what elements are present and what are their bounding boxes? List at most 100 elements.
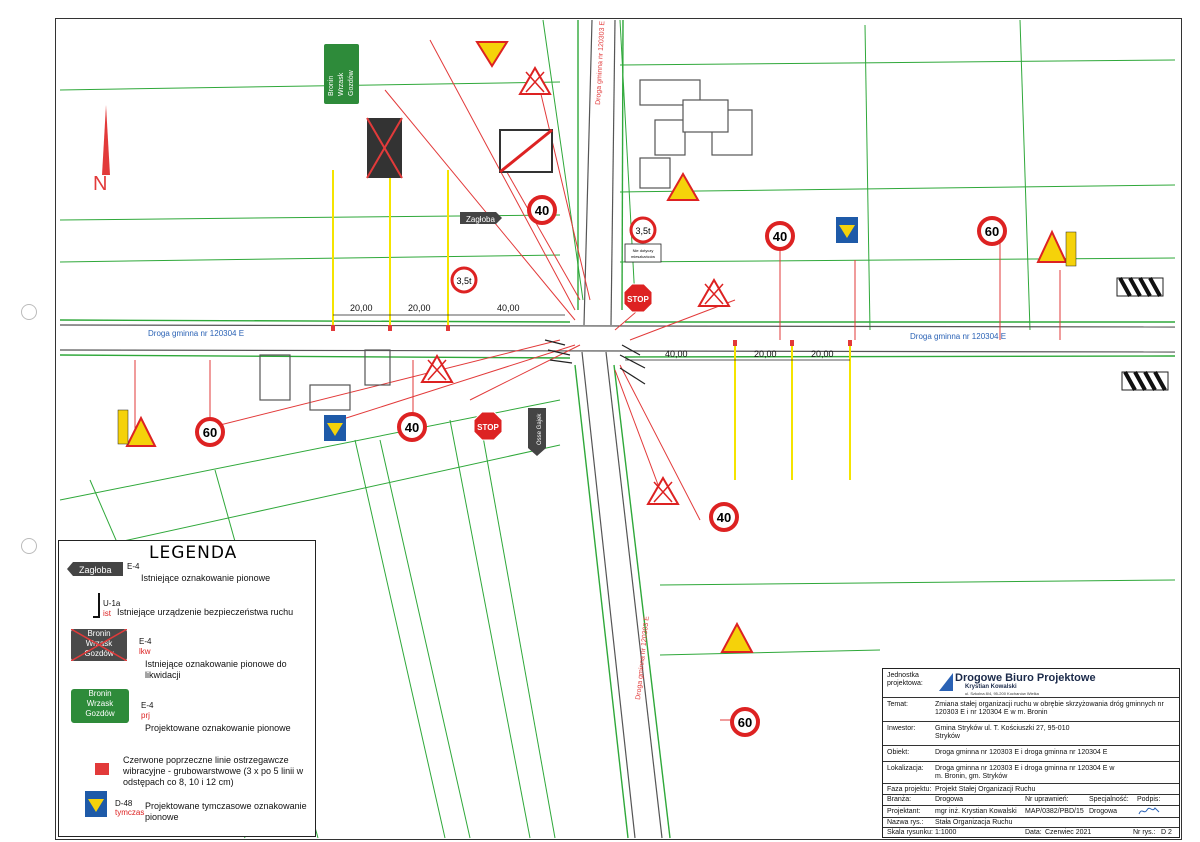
tb-label-5: Faza projektu: bbox=[887, 786, 932, 793]
legend-label-3: Projektowane oznakowanie pionowe bbox=[145, 723, 291, 733]
tb-label-4: Lokalizacja: bbox=[887, 765, 924, 772]
svg-text:Zagłoba: Zagłoba bbox=[79, 565, 112, 575]
legend-existing-sign-icon: Zagłoba bbox=[67, 562, 123, 576]
vibration-lines bbox=[331, 170, 852, 480]
tb-value-5: Projekt Stałej Organizacji Ruchu bbox=[935, 786, 1036, 793]
tb-label-2: Inwestor: bbox=[887, 725, 916, 732]
svg-text:STOP: STOP bbox=[477, 423, 499, 432]
legend-title: LEGENDA bbox=[149, 543, 238, 563]
legend-code2-5: tymczas bbox=[115, 808, 145, 817]
tb-nrrys-value: D 2 bbox=[1161, 829, 1172, 836]
legend-safety-device-icon bbox=[93, 593, 100, 618]
weight-limit-signs: 3,5t 3,5t Nie dotyczy mieszkańców bbox=[450, 216, 662, 294]
tb-nazwa-value: Stała Organizacja Ruchu bbox=[935, 819, 1013, 826]
stop-signs: STOP STOP bbox=[473, 283, 653, 441]
svg-text:60: 60 bbox=[738, 715, 752, 730]
temporary-sign-d48 bbox=[324, 217, 858, 441]
tb-data-value: Czerwiec 2021 bbox=[1045, 829, 1092, 836]
svg-text:Osse Gajek: Osse Gajek bbox=[537, 413, 543, 445]
road-label-west: Droga gminna nr 120304 E bbox=[148, 329, 244, 338]
binder-hole-top bbox=[21, 304, 37, 320]
tb-branza-label: Branża: bbox=[887, 796, 912, 803]
road-edges bbox=[59, 19, 1176, 839]
tb-nrupr-label: Nr uprawnień: bbox=[1025, 796, 1069, 803]
legend-panel: LEGENDA Zagłoba E-4 Istniejące oznakowan… bbox=[58, 540, 316, 837]
tb-value-4: Droga gminna nr 120303 E i droga gminna … bbox=[935, 765, 1115, 780]
tb-nazwa-label: Nazwa rys.: bbox=[887, 819, 924, 826]
legend-code-3: E-4 bbox=[141, 701, 154, 710]
dimension-label-3: 40,00 bbox=[497, 303, 520, 313]
tb-value-1: Zmiana stałej organizacji ruchu w obrębi… bbox=[935, 701, 1164, 716]
svg-text:N: N bbox=[93, 173, 107, 195]
legend-projected-sign-icon: Bronin Wrzask Gozdów bbox=[71, 689, 129, 723]
svg-text:Zagłoba: Zagłoba bbox=[466, 215, 495, 224]
svg-text:40: 40 bbox=[773, 229, 787, 244]
crossed-warning-signs bbox=[420, 65, 731, 505]
tb-label-0: Jednostka projektowa: bbox=[887, 672, 923, 687]
svg-text:40: 40 bbox=[535, 203, 549, 218]
legend-code-2: E-4 bbox=[139, 637, 152, 646]
intersection-marks bbox=[544, 339, 646, 385]
svg-text:STOP: STOP bbox=[627, 295, 649, 304]
svg-text:3,5t: 3,5t bbox=[456, 276, 472, 286]
legend-vibration-icon bbox=[95, 763, 109, 775]
legend-remove-cross-icon bbox=[71, 629, 127, 661]
tb-spec-value: Drogowa bbox=[1089, 808, 1118, 815]
legend-label-4: Czerwone poprzeczne linie ostrzegawcze w… bbox=[123, 755, 304, 787]
zagloba-sign: Zagłoba bbox=[460, 212, 502, 224]
dimension-label-4: 40,00 bbox=[665, 349, 688, 359]
direction-sign-green: Bronin Wrzask Gozdów bbox=[324, 44, 359, 104]
tb-nrrys-label: Nr rys.: bbox=[1133, 829, 1156, 836]
north-arrow: N bbox=[93, 105, 110, 195]
warning-signs bbox=[125, 41, 1068, 653]
dimension-labels: 20,00 20,00 40,00 40,00 20,00 20,00 bbox=[350, 303, 834, 359]
svg-text:Bronin: Bronin bbox=[328, 76, 335, 96]
tb-value-3: Droga gminna nr 120303 E i droga gminna … bbox=[935, 749, 1108, 756]
osse-sign: Osse Gajek bbox=[528, 408, 546, 456]
title-block: Drogowe Biuro Projektowe Krystian Kowals… bbox=[882, 668, 1180, 838]
dimension-label-5: 20,00 bbox=[754, 349, 777, 359]
tb-branza-value: Drogowa bbox=[935, 796, 964, 803]
speed-limit-signs: 40 40 40 40 60 60 60 bbox=[195, 195, 1007, 737]
legend-label-1: Istniejące urządzenie bezpieczeństwa ruc… bbox=[117, 607, 294, 617]
svg-text:Wrzask: Wrzask bbox=[338, 72, 345, 96]
tb-label-3: Obiekt: bbox=[887, 749, 910, 756]
svg-text:Nie dotyczy: Nie dotyczy bbox=[633, 248, 654, 253]
signature-icon bbox=[1138, 807, 1160, 815]
tb-nrupr-value: MAP/0382/PBD/15 bbox=[1025, 808, 1084, 815]
tb-projektant-label: Projektant: bbox=[887, 808, 921, 815]
tb-podpis-label: Podpis: bbox=[1137, 796, 1161, 803]
road-green-edges bbox=[59, 19, 1176, 839]
direction-sign-to-remove bbox=[366, 117, 403, 179]
chevron-boards bbox=[1116, 277, 1169, 391]
svg-text:60: 60 bbox=[985, 224, 999, 239]
svg-text:3,5t: 3,5t bbox=[635, 226, 651, 236]
tb-projektant-value: mgr inż. Krystian Kowalski bbox=[935, 808, 1017, 815]
road-label-east: Droga gminna nr 120304 E bbox=[910, 332, 1006, 341]
town-sign-crossed bbox=[499, 128, 553, 174]
company-address: ul. Szkolna 8/4, 95-200 Kochanów Wielka bbox=[965, 691, 1039, 696]
legend-code-0: E-4 bbox=[127, 562, 140, 571]
svg-text:40: 40 bbox=[405, 420, 419, 435]
company-owner: Krystian Kowalski bbox=[965, 684, 1017, 690]
svg-text:Gozdów: Gozdów bbox=[348, 69, 355, 96]
legend-code2-2: lkw bbox=[139, 647, 151, 656]
dimension-label-2: 20,00 bbox=[408, 303, 431, 313]
tb-label-1: Temat: bbox=[887, 701, 909, 708]
tb-value-2: Gmina Stryków ul. T. Kościuszki 27, 95-0… bbox=[935, 725, 1070, 740]
company-logo-icon bbox=[939, 673, 953, 691]
road-label-north: Droga gminna nr 120303 E bbox=[595, 20, 606, 105]
legend-label-2: Istniejące oznakowanie pionowe do likwid… bbox=[145, 659, 287, 680]
binder-hole-bottom bbox=[21, 538, 37, 554]
company-name: Drogowe Biuro Projektowe bbox=[955, 672, 1096, 684]
legend-temporary-sign-icon bbox=[85, 791, 107, 817]
legend-label-5: Projektowane tymczasowe oznakowanie pion… bbox=[145, 801, 307, 822]
legend-label-0: Istniejące oznakowanie pionowe bbox=[141, 573, 271, 583]
tb-skala-value: 1:1000 bbox=[935, 829, 957, 836]
buildings bbox=[259, 79, 753, 411]
legend-code2-3: prj bbox=[141, 711, 150, 720]
legend-code-1: U-1a bbox=[103, 599, 121, 608]
tb-data-label: Data: bbox=[1025, 829, 1042, 836]
dimension-label-1: 20,00 bbox=[350, 303, 373, 313]
